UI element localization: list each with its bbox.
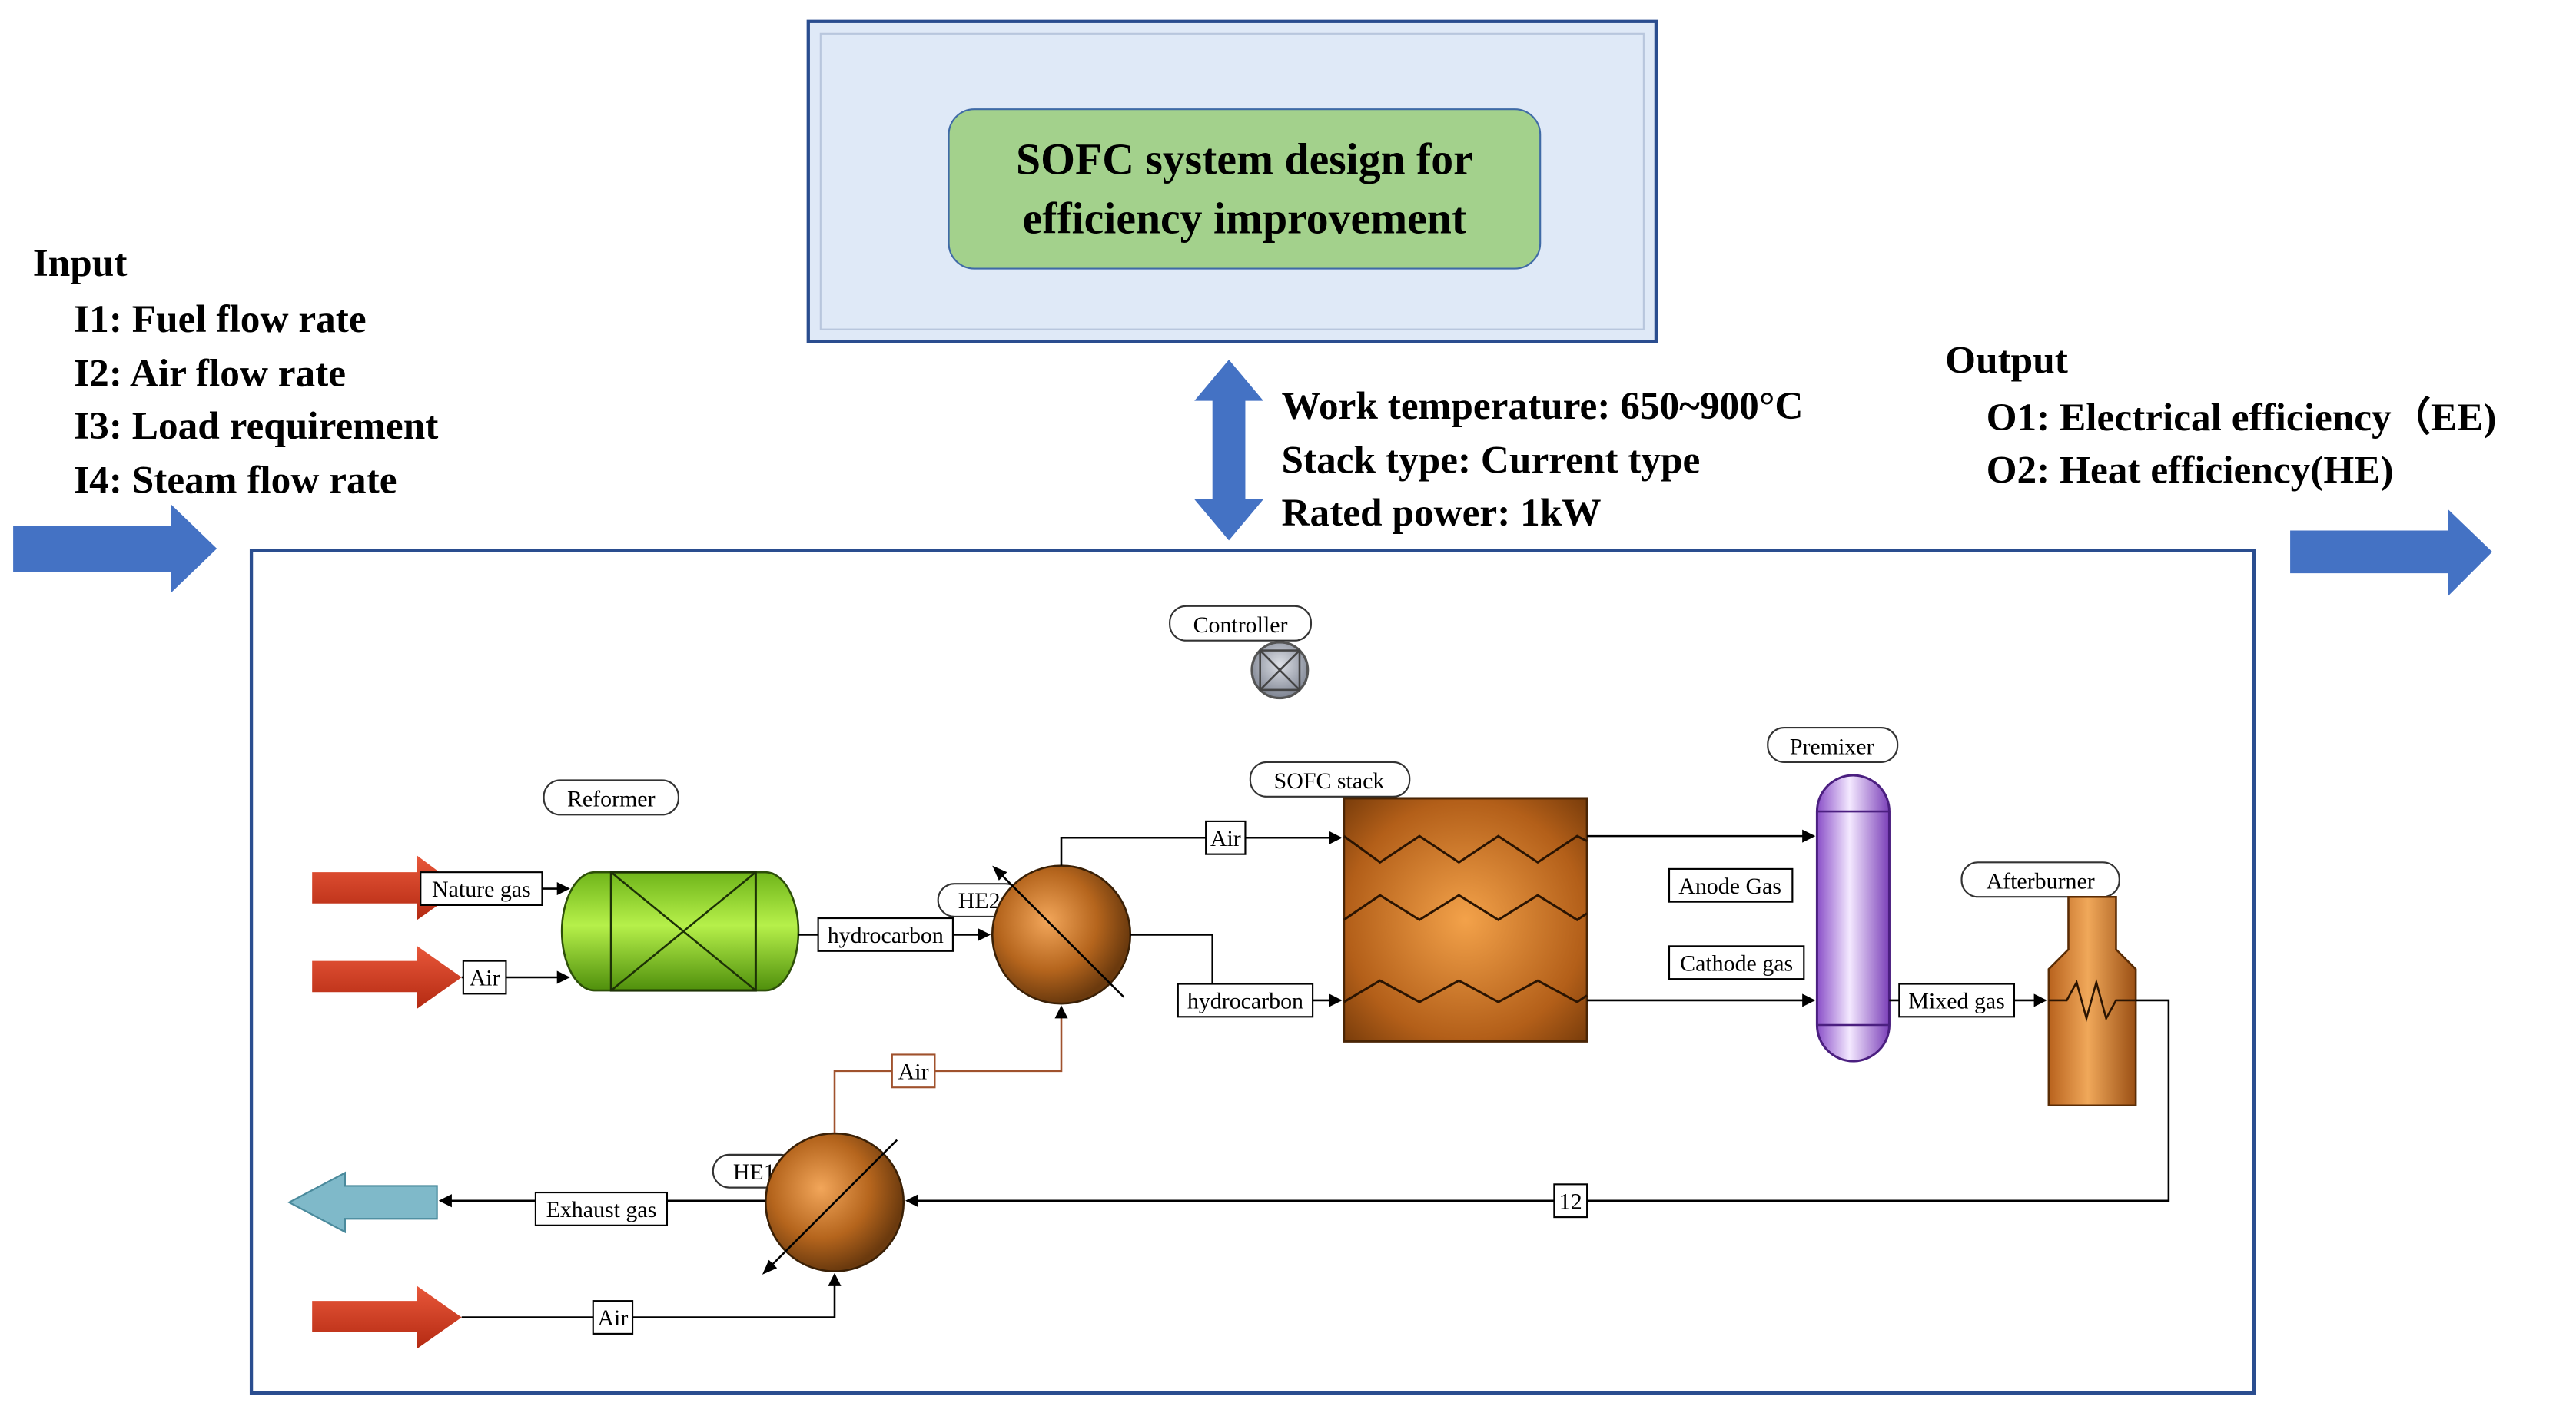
tag-hydrocarbon-stack-box [1177, 983, 1314, 1018]
input-item-1: I1: Fuel flow rate [74, 299, 367, 342]
title-line-2: efficiency improvement [1022, 194, 1467, 244]
tag-stream-12-box [1553, 1183, 1588, 1219]
tag-nature-gas: Nature gas [432, 877, 531, 902]
afterburner-label: Afterburner [1987, 869, 2095, 894]
tag-air-stack: Air [1210, 826, 1241, 851]
he2-label: HE2 [958, 888, 1001, 914]
tag-cathode-gas-box [1668, 945, 1805, 980]
he2-diagonal-tip [992, 865, 1007, 881]
tag-stream-12: 12 [1559, 1189, 1582, 1214]
line-stream-12 [905, 999, 2170, 1208]
input-item-3: I3: Load requirement [74, 406, 439, 449]
he1-diagonal-tip [762, 1259, 778, 1275]
line-air-he1 [461, 1272, 842, 1318]
exhaust-arrow [287, 1171, 438, 1234]
tag-hydrocarbon-out-box [817, 917, 954, 952]
tag-nature-gas-box [420, 871, 543, 906]
controller-inner-box [1259, 649, 1301, 692]
tag-anode-gas: Anode Gas [1678, 874, 1781, 899]
premixer-vessel [1815, 774, 1891, 1063]
premixer-label: Premixer [1790, 734, 1874, 759]
controller-label: Controller [1193, 612, 1288, 638]
title-line-1: SOFC system design for [1015, 134, 1473, 184]
he2-diagonal [994, 867, 1125, 998]
afterburner-coil [2048, 978, 2136, 1023]
air-feed-arrow-he1 [312, 1285, 462, 1349]
tag-anode-gas-box [1668, 867, 1794, 903]
air-feed-arrow-reformer [312, 946, 462, 1009]
bidirectional-arrow [1194, 360, 1263, 541]
spec-rated-power: Rated power: 1kW [1281, 493, 1602, 536]
input-item-2: I2: Air flow rate [74, 353, 347, 396]
input-heading: Input [32, 243, 128, 286]
reformer-label-box [543, 779, 679, 816]
afterburner-vessel [2047, 895, 2137, 1107]
line-air-stack [1060, 831, 1343, 866]
input-arrow [13, 504, 217, 593]
controller-label-box [1169, 605, 1313, 642]
tag-air-he1-he2-box [891, 1053, 936, 1089]
tag-air-he1-he2: Air [898, 1060, 929, 1085]
reformer-label: Reformer [567, 787, 656, 812]
output-item-2: O2: Heat efficiency(HE) [1986, 449, 2394, 493]
tag-air-reformer: Air [470, 966, 500, 991]
input-item-4: I4: Steam flow rate [74, 459, 397, 503]
tag-cathode-gas: Cathode gas [1680, 950, 1793, 976]
reformer-vessel [560, 871, 800, 992]
tag-air-stack-box [1205, 820, 1247, 855]
output-item-1: O1: Electrical efficiency（EE) [1986, 397, 2497, 440]
spec-stack-type: Stack type: Current type [1281, 439, 1701, 483]
sofc-stack [1343, 797, 1588, 1043]
reformer-bed [609, 871, 757, 992]
tag-exhaust-gas-box [534, 1191, 669, 1226]
stack-coil-middle [1343, 894, 1588, 921]
sofc-stack-label: SOFC stack [1274, 768, 1385, 794]
tag-air-he1-in-box [592, 1300, 634, 1335]
sofc-stack-label-box [1249, 761, 1411, 798]
tag-hydrocarbon-out: hydrocarbon [828, 923, 944, 948]
output-heading: Output [1945, 340, 2068, 383]
controller-cross-b [1259, 649, 1300, 691]
tag-mixed-gas-box [1898, 983, 2016, 1018]
spec-work-temperature: Work temperature: 650~900°C [1281, 386, 1804, 429]
afterburner-label-box [1960, 861, 2120, 898]
tag-mixed-gas: Mixed gas [1908, 989, 2004, 1014]
design-objective-title: SOFC system design for efficiency improv… [948, 108, 1542, 270]
line-air-he1-he2 [833, 1005, 1068, 1134]
stack-coil-bottom [1343, 979, 1588, 1003]
tag-exhaust-gas: Exhaust gas [546, 1197, 657, 1222]
premixer-label-box [1767, 726, 1899, 764]
output-arrow [2290, 509, 2493, 597]
tag-air-he1-in: Air [597, 1305, 628, 1331]
stack-coil-top [1343, 834, 1588, 864]
tag-hydrocarbon-stack: hydrocarbon [1187, 989, 1303, 1014]
he1-diagonal [768, 1139, 898, 1269]
tag-air-reformer-box [462, 960, 507, 995]
reformer-bed-diag-b [610, 871, 757, 992]
